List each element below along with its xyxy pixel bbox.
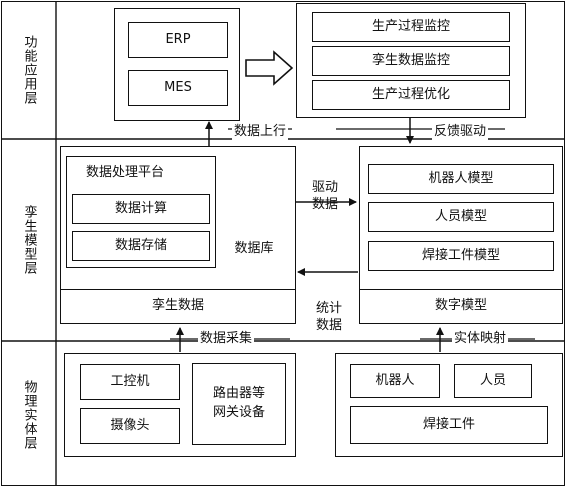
industrial-pc-box: 工控机	[80, 364, 180, 400]
camera-box: 摄像头	[80, 408, 180, 444]
drive-data-label: 驱动 数据	[312, 180, 339, 212]
digital-model-label: 数字模型	[434, 298, 487, 314]
twin-data-divider	[60, 289, 296, 290]
data-collect-label: 数据采集	[198, 331, 255, 347]
platform-item-compute: 数据计算	[72, 194, 210, 224]
robot-box: 机器人	[350, 364, 440, 398]
mes-box: MES	[128, 70, 228, 106]
app-item-production-monitor: 生产过程监控	[312, 12, 510, 42]
entity-map-label: 实体映射	[452, 331, 509, 347]
layer-label-physical: 物理实体层	[21, 380, 37, 450]
data-up-label: 数据上行	[232, 124, 289, 140]
feedback-label: 反馈驱动	[432, 124, 489, 140]
twin-data-label: 孪生数据	[151, 298, 204, 314]
model-item-person: 人员模型	[368, 202, 554, 232]
digital-model-divider	[359, 289, 563, 290]
app-item-twin-monitor: 孪生数据监控	[312, 46, 510, 76]
platform-item-storage: 数据存储	[72, 231, 210, 261]
layer-label-twin: 孪生模型层	[21, 205, 37, 275]
model-item-workpiece: 焊接工件模型	[368, 241, 554, 271]
layer-label-function: 功能应用层	[21, 35, 37, 105]
app-item-production-optimize: 生产过程优化	[312, 80, 510, 110]
database-label: 数据库	[234, 241, 274, 257]
hollow-arrow	[245, 50, 294, 86]
platform-title: 数据处理平台	[86, 165, 165, 181]
router-box: 路由器等 网关设备	[192, 363, 286, 445]
workpiece-box: 焊接工件	[350, 406, 548, 444]
erp-box: ERP	[128, 22, 228, 58]
stat-data-label: 统计 数据	[316, 301, 343, 333]
person-box: 人员	[454, 364, 532, 398]
model-item-robot: 机器人模型	[368, 164, 554, 194]
